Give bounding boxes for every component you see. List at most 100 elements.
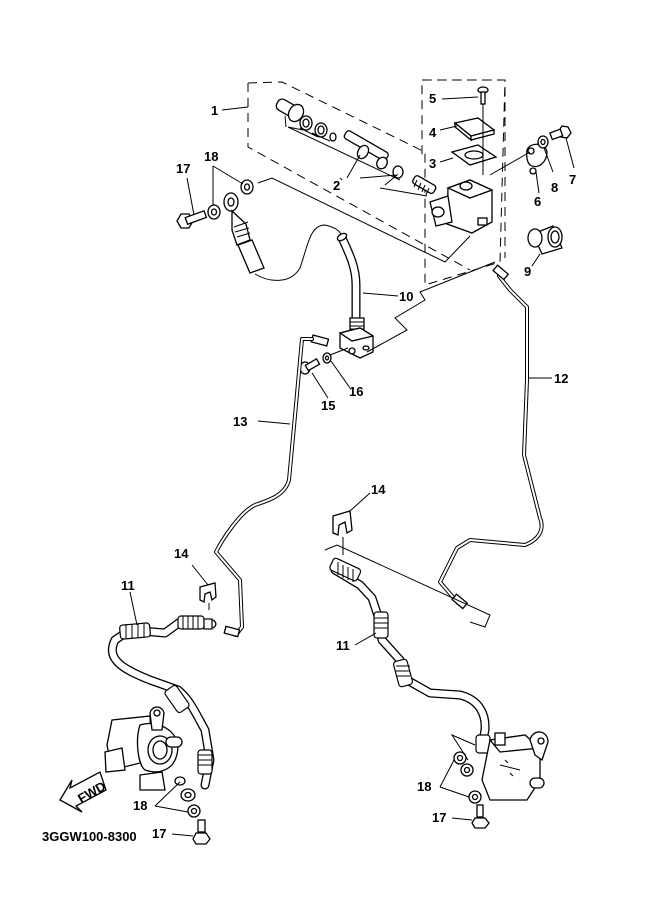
washer-18-right-a[interactable] [453, 751, 467, 765]
washer-18-right-b[interactable] [468, 790, 482, 804]
leader-2 [346, 154, 428, 197]
seal-ring-1[interactable] [299, 115, 313, 131]
hose-clip-14-left[interactable] [199, 582, 217, 603]
leader-12-joint [324, 544, 491, 628]
callout-16: 16 [349, 384, 363, 399]
pipe-fitting-13-bottom[interactable] [223, 625, 241, 638]
diaphragm[interactable] [450, 144, 498, 166]
callout-13: 13 [233, 414, 247, 429]
callout-17-left: 17 [152, 826, 166, 841]
union-bolt-right[interactable] [471, 804, 490, 829]
brake-hose-11-right[interactable] [329, 557, 491, 754]
pipe-fitting-13-top[interactable] [310, 334, 330, 347]
washer-16[interactable] [322, 352, 332, 364]
callout-12: 12 [554, 371, 568, 386]
caliper-right[interactable] [481, 731, 549, 801]
union-bolt-top[interactable] [176, 209, 208, 229]
leader-17-left [171, 833, 194, 837]
leader-2-label [339, 177, 343, 181]
leader-18-top [212, 165, 244, 206]
callout-2: 2 [333, 178, 340, 193]
callout-18-right: 18 [417, 779, 431, 794]
washer-18-top-a[interactable] [207, 204, 221, 220]
caliper-left[interactable] [104, 706, 186, 791]
callout-14-left: 14 [174, 546, 189, 561]
brake-pipe-13[interactable] [214, 337, 314, 637]
reservoir-cap[interactable] [453, 117, 496, 142]
leader-5 [441, 96, 479, 100]
union-bolt-left[interactable] [192, 819, 211, 845]
callout-11-left: 11 [121, 578, 135, 593]
fwd-arrow: FWD [59, 771, 108, 813]
brake-pipe-12[interactable] [438, 264, 544, 610]
callout-14-right: 14 [371, 482, 386, 497]
hose-clip-14-right[interactable] [332, 510, 353, 536]
leader-joint-line [257, 177, 471, 263]
leader-16 [330, 360, 351, 389]
leader-15 [311, 372, 329, 399]
leader-8 [543, 147, 554, 173]
washer-18-top-b[interactable] [240, 179, 254, 195]
hose-banjo-right[interactable] [460, 763, 474, 777]
return-spring[interactable] [412, 175, 437, 196]
group-1-dashed-outline [247, 79, 506, 286]
bolt-15[interactable] [299, 358, 321, 375]
callout-7: 7 [569, 172, 576, 187]
o-ring[interactable] [329, 132, 337, 142]
master-cylinder-group [247, 79, 506, 286]
callout-18-top: 18 [204, 149, 218, 164]
hose-boot-right-2 [392, 658, 414, 688]
leader-11-left [129, 591, 138, 626]
master-cylinder-body[interactable] [429, 179, 494, 234]
leader-9 [531, 253, 541, 267]
hose-fitting-right-top [329, 557, 362, 582]
hose-boot-left [119, 622, 151, 640]
callout-11-right: 11 [336, 638, 350, 653]
callout-6: 6 [534, 194, 541, 209]
leader-16b [329, 347, 349, 356]
brake-hose-10[interactable] [336, 232, 375, 359]
leader-6 [535, 171, 540, 194]
leader-1-parts [284, 115, 401, 181]
hose-top-loop [254, 224, 343, 281]
leader-4 [439, 125, 458, 131]
brake-hose-11-left[interactable] [108, 615, 217, 802]
diagram-code: 3GGW100-8300 [42, 829, 137, 844]
leader-11-right [354, 632, 377, 646]
callout-10: 10 [399, 289, 413, 304]
leader-18-left [154, 781, 189, 813]
hose-banjo-top[interactable] [223, 192, 265, 274]
callout-5: 5 [429, 91, 436, 106]
callout-15: 15 [321, 398, 335, 413]
callout-17-right: 17 [432, 810, 446, 825]
callout-labels: 1 2 3 4 5 6 7 8 9 10 11 11 12 13 14 14 1… [121, 91, 576, 841]
leader-3 [439, 157, 454, 163]
bolt-7[interactable] [549, 125, 572, 141]
leader-17-top [186, 177, 195, 216]
hose-boot-right-1 [373, 611, 389, 639]
washer-18-left-b[interactable] [187, 804, 201, 818]
cup-seal[interactable] [392, 165, 404, 179]
leader-10-joint [366, 261, 496, 353]
cap-screw[interactable] [477, 86, 489, 105]
leader-14-right [349, 492, 371, 512]
leader-13 [257, 420, 291, 425]
callout-4: 4 [429, 125, 437, 140]
piston-boot[interactable] [274, 97, 306, 124]
callout-17-top: 17 [176, 161, 190, 176]
callout-1: 1 [211, 103, 218, 118]
leader-7 [565, 137, 575, 169]
leader-17-right [451, 817, 473, 821]
leader-14-left [191, 564, 209, 586]
hose-boot-left-3 [197, 749, 213, 775]
callout-18-left: 18 [133, 798, 147, 813]
hose-boot-left-2 [164, 684, 190, 714]
callout-9: 9 [524, 264, 531, 279]
hose-fitting-left-top [177, 615, 213, 630]
collar-9[interactable] [527, 225, 563, 255]
group-3-5-dashed-outline [422, 79, 506, 258]
leader-10 [362, 292, 399, 297]
leader-6-holder [489, 151, 531, 176]
washer-8[interactable] [537, 135, 549, 149]
